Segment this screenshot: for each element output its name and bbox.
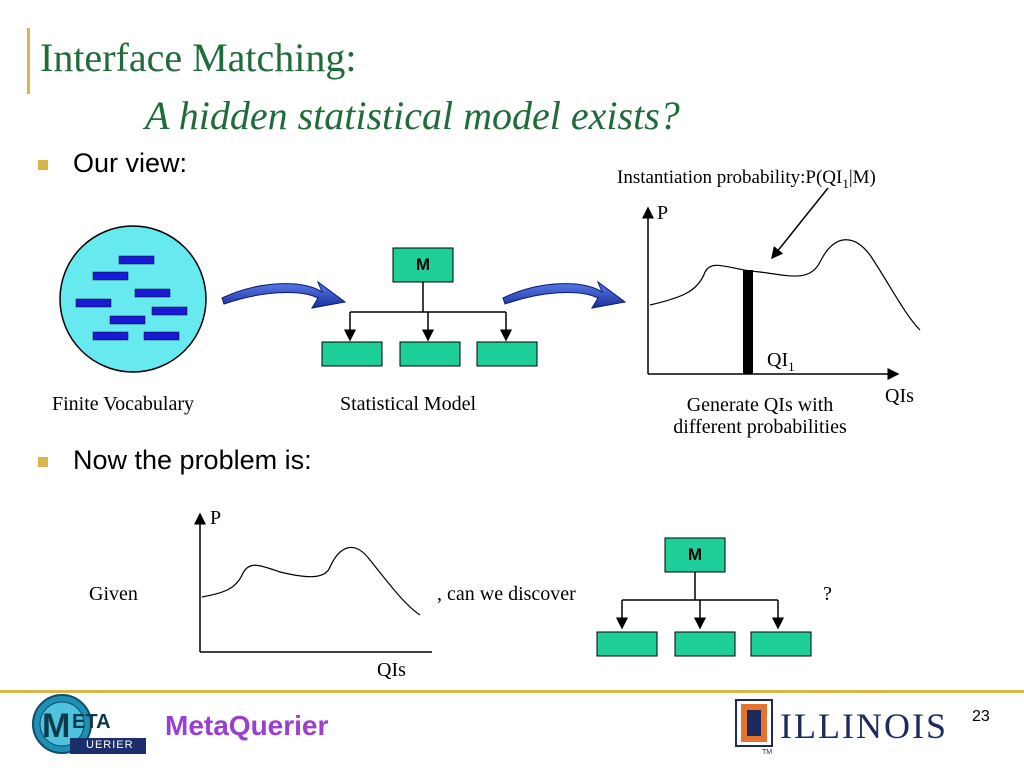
bullet-problem: Now the problem is:	[73, 445, 312, 475]
statistical-model-label: Statistical Model	[340, 393, 477, 415]
bullet-our-view: Our view:	[73, 148, 188, 178]
brand-name: MetaQuerier	[165, 710, 329, 741]
statistical-model-tree	[321, 247, 538, 367]
metaquerier-logo: M	[32, 694, 146, 754]
title-accent-bar	[27, 28, 30, 94]
generate-caption: Generate QIs with different probabilitie…	[673, 394, 847, 438]
svg-text:M: M	[42, 707, 70, 745]
slide-title: Interface Matching:	[40, 35, 357, 80]
qi1-label: QI1	[767, 349, 795, 374]
statistical-model-tree-bottom	[596, 537, 812, 657]
university-name: ILLINOIS	[780, 706, 948, 746]
instantiation-probability-label: Instantiation probability:P(QI1|M)	[617, 167, 876, 191]
discover-label: , can we discover	[437, 583, 576, 605]
footer-divider	[0, 690, 1024, 693]
bullet-marker	[38, 160, 48, 170]
slide-subtitle: A hidden statistical model exists?	[145, 93, 680, 138]
finite-vocabulary-label: Finite Vocabulary	[52, 393, 195, 415]
question-mark: ?	[823, 583, 832, 605]
bullet-marker	[38, 457, 48, 467]
flow-arrow-1	[221, 280, 347, 309]
model-node-label: M	[415, 255, 431, 274]
trademark: TM	[762, 749, 773, 756]
illinois-mark	[735, 699, 773, 747]
probability-chart-top	[642, 187, 921, 380]
given-label: Given	[89, 583, 138, 605]
logo-sub: UERIER	[86, 739, 134, 751]
model-node-label-bottom: M	[687, 545, 703, 564]
x-axis-label-bottom: QIs	[377, 659, 406, 681]
probability-chart-bottom	[194, 512, 432, 653]
page-number: 23	[972, 708, 990, 725]
logo-letters: ETA	[72, 711, 111, 733]
y-axis-label-bottom: P	[210, 507, 222, 529]
y-axis-label-top: P	[657, 202, 669, 224]
finite-vocabulary-circle	[59, 225, 207, 373]
flow-arrow-2	[502, 280, 627, 309]
x-axis-label-top: QIs	[885, 385, 914, 407]
